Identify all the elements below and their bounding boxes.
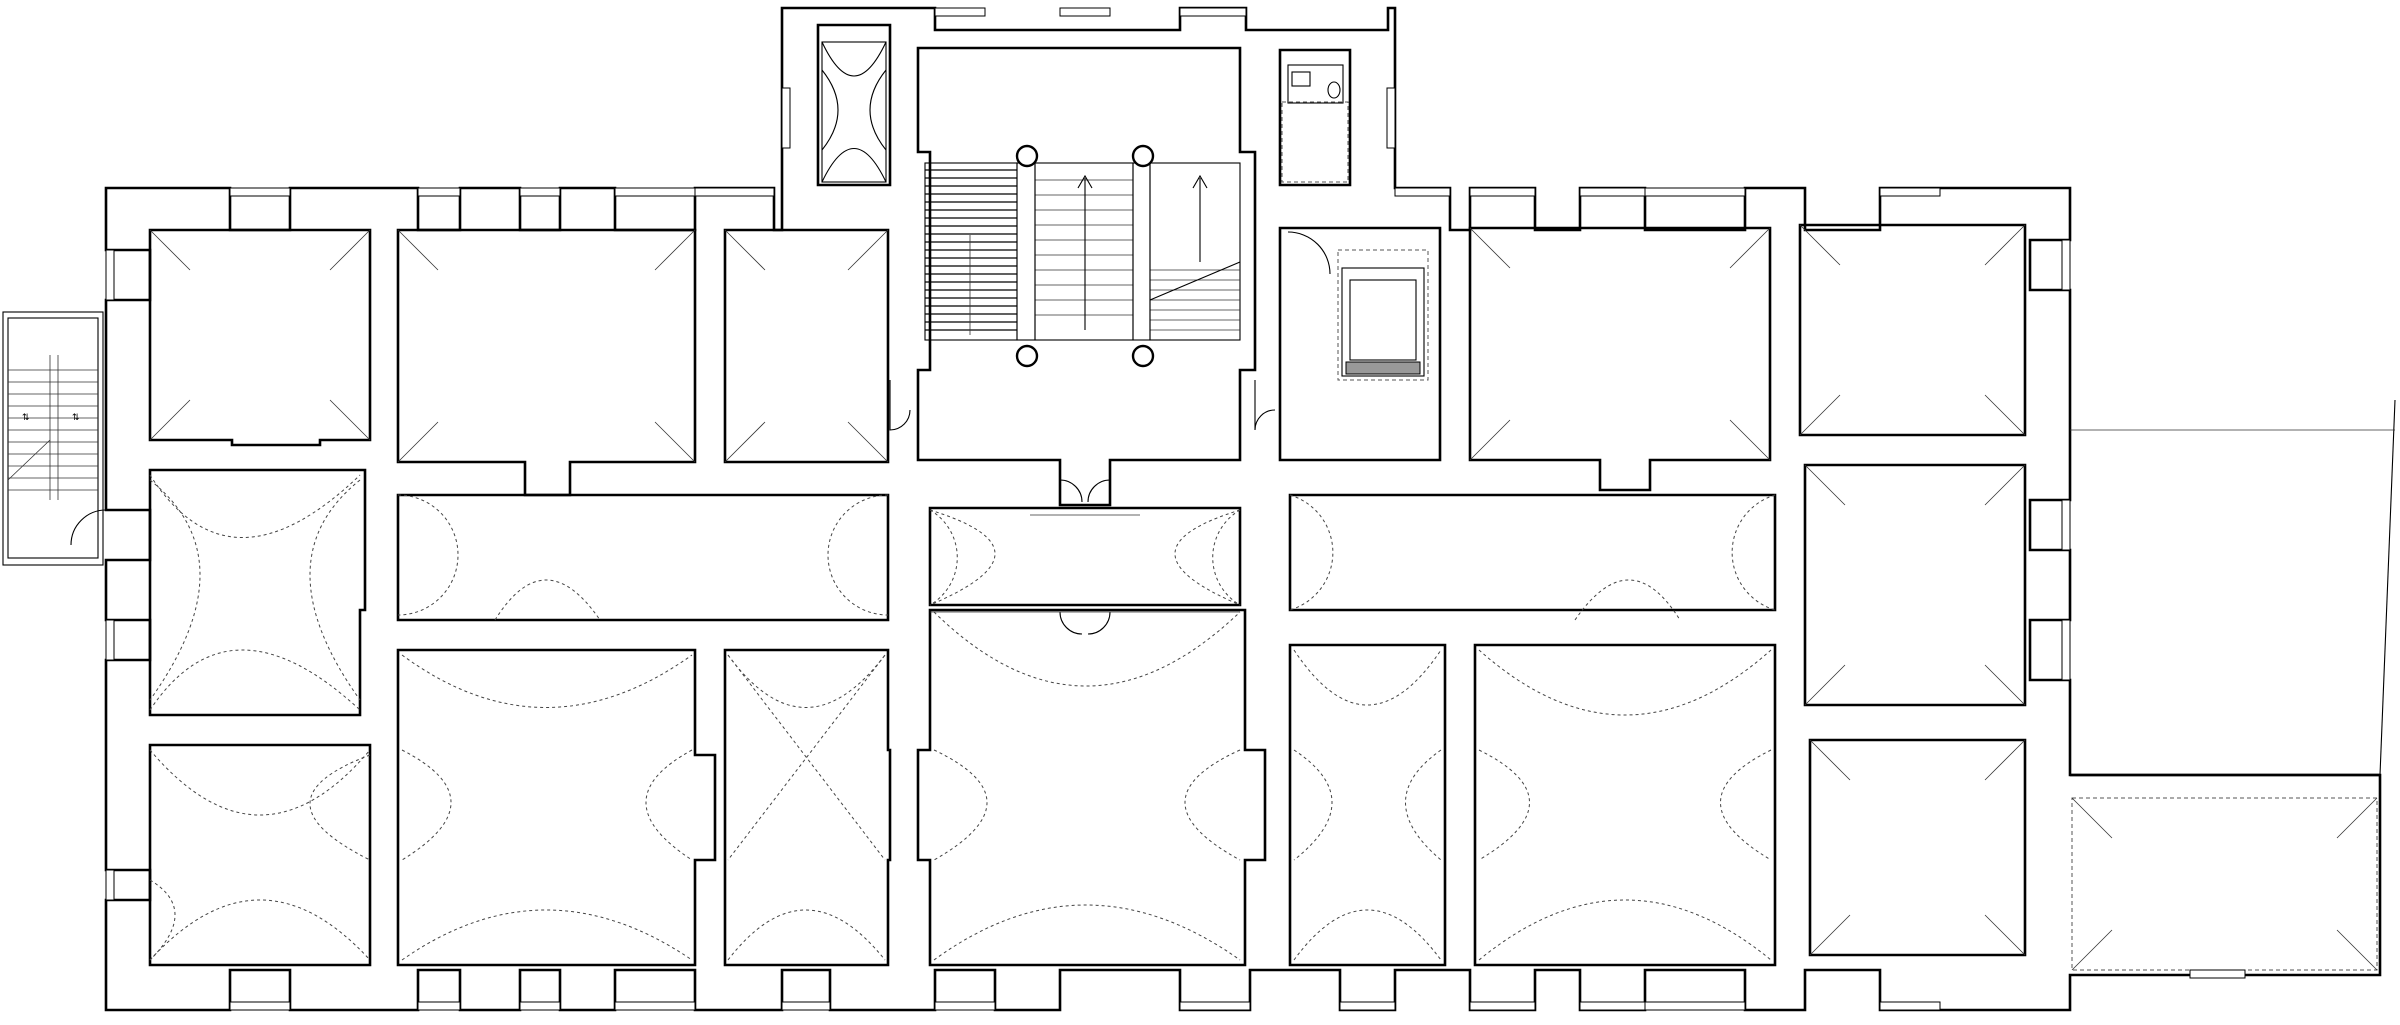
window	[519, 187, 561, 197]
window	[1469, 187, 1536, 197]
door	[1254, 380, 1276, 431]
window	[1469, 1001, 1536, 1011]
window	[1339, 1001, 1396, 1011]
stair-well-right	[1132, 162, 1151, 341]
window	[934, 7, 986, 17]
main-staircase	[924, 144, 1241, 368]
column-se	[1131, 344, 1155, 368]
window	[2189, 969, 2246, 979]
elevator-car	[1349, 279, 1417, 361]
window	[614, 1001, 696, 1011]
window	[105, 249, 115, 301]
doors	[889, 380, 1276, 635]
stair-mark-left: ⇅	[22, 413, 30, 423]
elevator-shaft	[1287, 231, 1429, 381]
door	[1059, 479, 1111, 503]
annex-room	[2071, 797, 2378, 971]
door	[1059, 611, 1111, 635]
window	[2061, 619, 2071, 681]
windows	[105, 7, 2246, 1011]
interior-walls	[148, 23, 2378, 971]
window	[2061, 499, 2071, 551]
window	[781, 1001, 831, 1011]
window	[1386, 87, 1396, 149]
window	[417, 1001, 461, 1011]
window	[1179, 7, 1247, 17]
window	[1394, 187, 1451, 197]
window	[229, 1001, 291, 1011]
window	[1059, 7, 1111, 17]
window	[2061, 239, 2071, 291]
stair-well-left	[1016, 162, 1036, 341]
elevator-door	[1345, 361, 1421, 375]
window	[105, 869, 115, 901]
window	[1644, 187, 1746, 197]
stair-flight-middle	[1034, 162, 1134, 341]
chapel-vault	[821, 41, 887, 183]
window	[781, 87, 791, 149]
external-stair-left: ⇅ ⇅	[2, 311, 107, 566]
stair-mark-right: ⇅	[72, 413, 80, 423]
corridor-vaults	[397, 494, 1776, 621]
window	[934, 1001, 996, 1011]
window	[1579, 1001, 1646, 1011]
door	[889, 380, 911, 431]
window	[229, 187, 291, 197]
stair-treads-left	[7, 355, 98, 500]
window	[417, 187, 461, 197]
stair-flight-right	[1149, 162, 1241, 341]
sink-icon	[1291, 71, 1311, 87]
room-vault-diagonals	[149, 224, 2378, 971]
toilet-icon	[1327, 81, 1341, 99]
window	[694, 187, 775, 197]
window	[105, 619, 115, 661]
room-vault-arcs	[149, 474, 1772, 961]
window	[1644, 1001, 1746, 1011]
column-sw	[1015, 344, 1039, 368]
stair-flight-left	[924, 162, 1018, 341]
column-nw	[1015, 144, 1039, 168]
window	[1879, 1001, 1941, 1011]
window	[1179, 1001, 1251, 1011]
window	[1879, 187, 1941, 197]
window	[1579, 187, 1646, 197]
wc-room	[1281, 64, 1349, 183]
window	[519, 1001, 561, 1011]
column-ne	[1131, 144, 1155, 168]
window	[614, 187, 696, 197]
